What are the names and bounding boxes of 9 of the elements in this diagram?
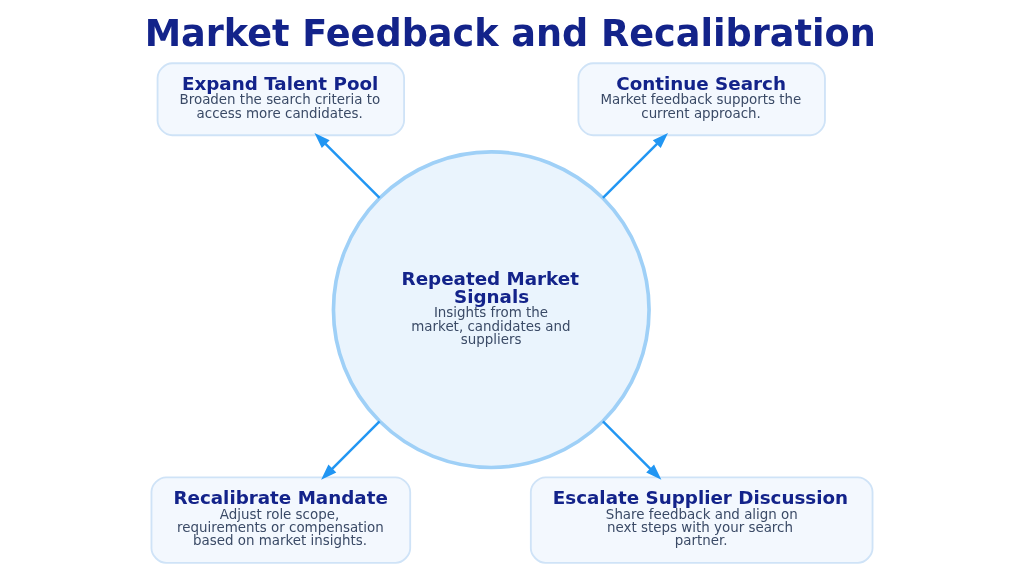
node-box: Continue Search Market feedback supports the current approach. (577, 62, 826, 137)
node-box: Recalibrate Mandate Adjust role scope, requirements or compensation based on market insights. (150, 476, 412, 564)
arrow (602, 420, 662, 480)
arrow (602, 132, 668, 199)
node-box: Escalate Supplier Discussion Share feedback and align on next steps with your search partner. (529, 476, 874, 564)
diagram-title: Market Feedback and Recalibration (144, 12, 876, 56)
arrow (321, 420, 381, 480)
node-box: Expand Talent Pool Broaden the search criteria to access more candidates. (156, 62, 405, 137)
arrow (314, 132, 381, 199)
